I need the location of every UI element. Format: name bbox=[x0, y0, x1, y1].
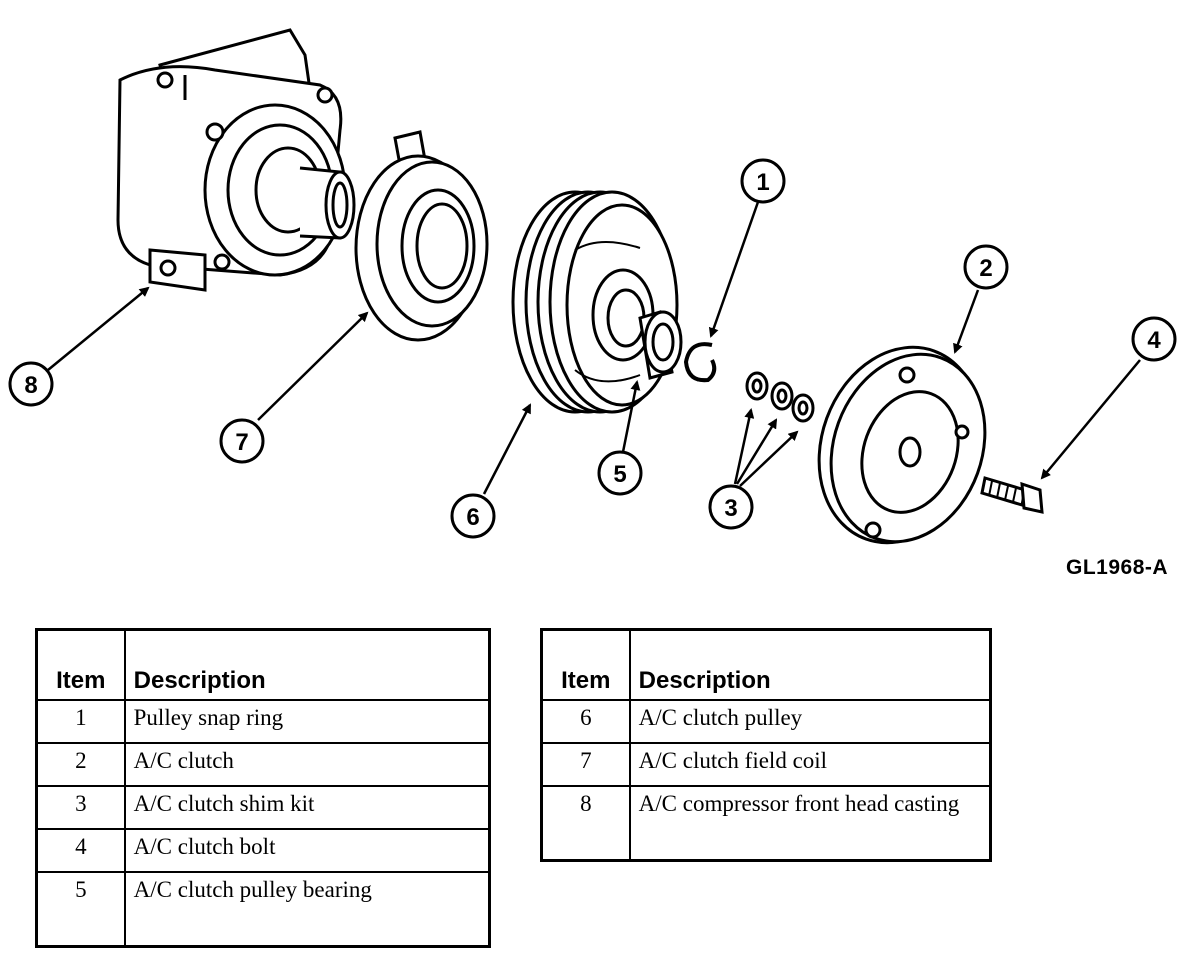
legend-item-number: 4 bbox=[35, 828, 126, 873]
legend-row: 5 A/C clutch pulley bearing bbox=[35, 871, 491, 948]
legend-item-number: 7 bbox=[540, 742, 631, 787]
figure-code: GL1968-A bbox=[1066, 556, 1169, 579]
legend-header-row: Item Description bbox=[35, 628, 491, 701]
legend-table-left: Item Description 1 Pulley snap ring 2 A/… bbox=[35, 628, 491, 948]
clutch-bolt bbox=[980, 476, 1044, 514]
legend-table-right: Item Description 6 A/C clutch pulley 7 A… bbox=[540, 628, 992, 862]
legend-row: 4 A/C clutch bolt bbox=[35, 828, 491, 873]
svg-text:5: 5 bbox=[613, 461, 626, 488]
pulley-snap-ring bbox=[683, 342, 717, 383]
compressor-front-head-casting bbox=[116, 28, 356, 292]
item-header: Item bbox=[35, 628, 126, 701]
callout-3: 3 bbox=[708, 484, 754, 530]
legend-row: 2 A/C clutch bbox=[35, 742, 491, 787]
clutch-plate bbox=[817, 345, 987, 545]
clutch-field-coil bbox=[354, 130, 489, 342]
callout-6: 6 bbox=[450, 493, 496, 539]
legend-item-description: A/C clutch shim kit bbox=[123, 785, 491, 830]
legend-row: 6 A/C clutch pulley bbox=[540, 699, 992, 744]
callout-4: 4 bbox=[1131, 316, 1177, 362]
legend-item-description: A/C compressor front head casting bbox=[628, 785, 992, 862]
svg-text:3: 3 bbox=[724, 495, 737, 522]
legend-item-description: A/C clutch bbox=[123, 742, 491, 787]
legend-item-number: 8 bbox=[540, 785, 631, 862]
svg-text:4: 4 bbox=[1147, 327, 1161, 354]
legend-row: 1 Pulley snap ring bbox=[35, 699, 491, 744]
legend-item-number: 6 bbox=[540, 699, 631, 744]
leader-lines bbox=[47, 201, 1141, 495]
legend-item-description: Pulley snap ring bbox=[123, 699, 491, 744]
svg-text:2: 2 bbox=[979, 255, 992, 282]
legend-item-description: A/C clutch bolt bbox=[123, 828, 491, 873]
clutch-pulley bbox=[511, 190, 679, 414]
clutch-pulley-bearing bbox=[638, 310, 683, 380]
legend-row: 7 A/C clutch field coil bbox=[540, 742, 992, 787]
item-header: Item bbox=[540, 628, 631, 701]
callout-2: 2 bbox=[963, 244, 1009, 290]
description-header: Description bbox=[628, 628, 992, 701]
legend-item-number: 1 bbox=[35, 699, 126, 744]
legend-item-number: 2 bbox=[35, 742, 126, 787]
legend-item-description: A/C clutch field coil bbox=[628, 742, 992, 787]
svg-text:8: 8 bbox=[24, 372, 37, 399]
callout-1: 1 bbox=[740, 158, 786, 204]
legend-item-description: A/C clutch pulley bbox=[628, 699, 992, 744]
legend-header-row: Item Description bbox=[540, 628, 992, 701]
legend-item-number: 3 bbox=[35, 785, 126, 830]
svg-text:7: 7 bbox=[235, 429, 248, 456]
callout-5: 5 bbox=[597, 450, 643, 496]
legend-row: 8 A/C compressor front head casting bbox=[540, 785, 992, 862]
legend-item-description: A/C clutch pulley bearing bbox=[123, 871, 491, 948]
svg-text:1: 1 bbox=[756, 169, 769, 196]
callout-7: 7 bbox=[219, 418, 265, 464]
callout-8: 8 bbox=[8, 361, 54, 407]
description-header: Description bbox=[123, 628, 491, 701]
svg-text:6: 6 bbox=[466, 504, 479, 531]
legend-row: 3 A/C clutch shim kit bbox=[35, 785, 491, 830]
legend-item-number: 5 bbox=[35, 871, 126, 948]
exploded-view-diagram: 1 2 3 4 5 6 7 8 bbox=[8, 28, 1177, 545]
clutch-shim-kit bbox=[745, 371, 815, 423]
